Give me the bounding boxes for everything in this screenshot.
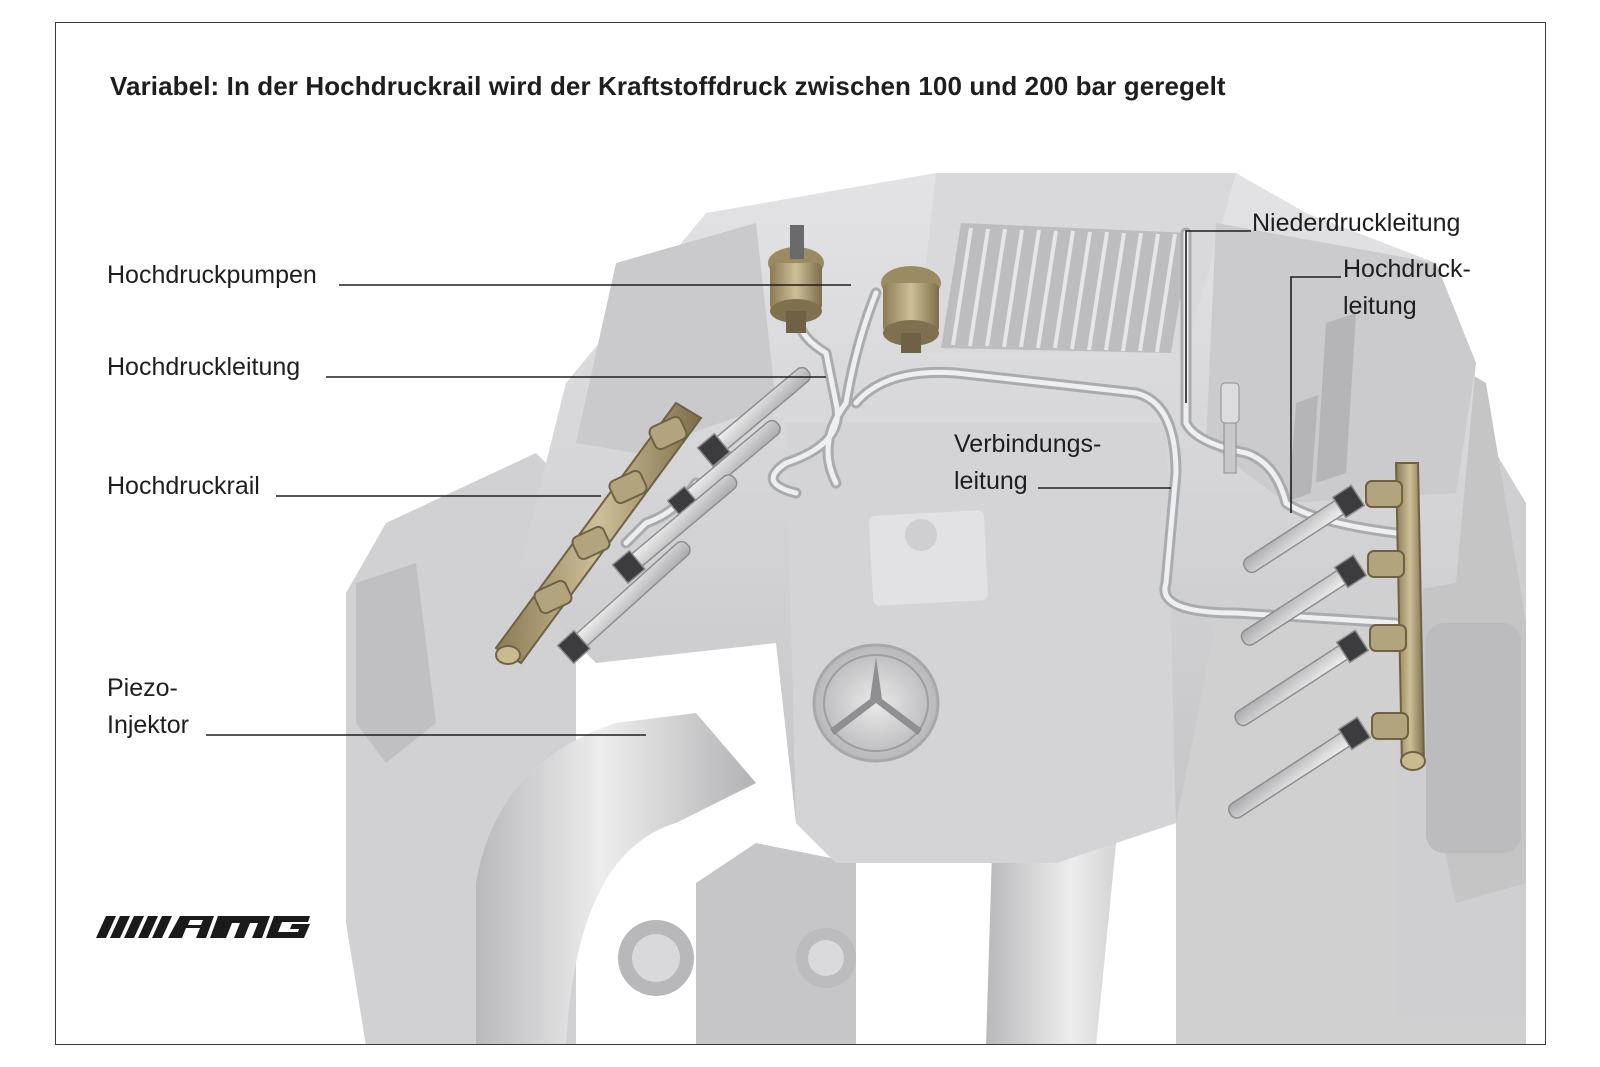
label-hochdruckleitung-right: Hochdruck- leitung	[1343, 255, 1471, 320]
cover-grille	[941, 223, 1191, 353]
label-hochdruckpumpen: Hochdruckpumpen	[107, 261, 317, 289]
mercedes-star-emblem	[812, 643, 940, 763]
pressure-sensor	[1220, 382, 1240, 474]
right-fuel-rail	[1365, 462, 1426, 771]
fuel-lines	[620, 227, 1402, 629]
high-pressure-pumps	[768, 225, 941, 353]
engine-illustration	[346, 173, 1526, 1044]
label-hochdruckleitung-left: Hochdruckleitung	[107, 353, 301, 381]
left-piezo-injectors	[556, 366, 811, 665]
label-piezo-injektor: Piezo- Injektor	[107, 674, 189, 739]
diagram-title: Variabel: In der Hochdruckrail wird der …	[110, 71, 1226, 101]
left-fuel-rail	[494, 401, 703, 665]
right-piezo-injectors	[1227, 484, 1372, 819]
diagram-frame: Variabel: In der Hochdruckrail wird der …	[55, 22, 1546, 1045]
label-hochdruckrail: Hochdruckrail	[107, 472, 260, 500]
label-niederdruckleitung: Niederdruckleitung	[1252, 209, 1461, 237]
label-verbindungsleitung: Verbindungs- leitung	[954, 430, 1102, 495]
amg-logo	[96, 916, 310, 938]
